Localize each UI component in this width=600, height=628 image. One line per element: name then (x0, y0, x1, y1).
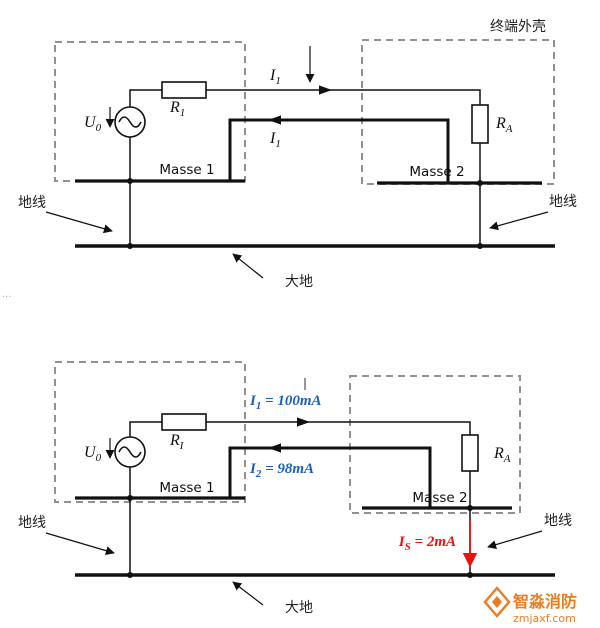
watermark-logo-icon (483, 586, 511, 618)
terminal-enclosure-label: 终端外壳 (490, 18, 546, 35)
return-current-label: I2 = 98mA (249, 461, 314, 480)
chassis1-label: Masse 1 (159, 480, 214, 496)
ground-wires (129, 137, 481, 246)
chassis2-label: Masse 2 (412, 490, 467, 506)
earth-label: 大地 (285, 274, 313, 290)
sine-icon (118, 446, 142, 458)
source-resistor (161, 81, 207, 99)
chassis1-label: Masse 1 (159, 162, 214, 178)
masse2-enclosure-box (349, 375, 521, 514)
masse1-enclosure-box (54, 361, 246, 503)
ground-lead-right-arrow (489, 211, 549, 231)
ground-lead-right-label: 地线 (544, 513, 572, 529)
load-resistor (471, 104, 489, 144)
sine-icon (118, 116, 142, 128)
masse1-enclosure-box (54, 41, 246, 182)
ground-lead-right-arrow (487, 530, 543, 550)
junction-dots (127, 178, 483, 249)
earth-arrow (232, 253, 264, 279)
junction-dots (127, 495, 473, 578)
diagram-bottom: U0 RI RA I1 = 100mA I2 = 98mA IS = 2mA M… (18, 361, 577, 625)
source-voltage-label: U0 (84, 444, 102, 464)
masse2-enclosure-box (361, 39, 555, 185)
chassis2-label: Masse 2 (409, 164, 464, 180)
ground-lead-left-arrow (45, 532, 115, 556)
earth-arrow (232, 581, 264, 606)
return-current-label: I1 (269, 130, 281, 150)
source-resistor-label: R1 (169, 99, 185, 119)
ac-source (114, 436, 146, 468)
signal-wires (129, 421, 471, 508)
source-resistor (161, 413, 207, 431)
ground-lead-left-label: 地线 (18, 515, 46, 531)
ground-lead-right-label: 地线 (549, 194, 577, 210)
ground-lead-left-arrow (45, 211, 113, 234)
load-resistor-label: RA (493, 445, 511, 465)
load-resistor (461, 434, 479, 472)
earth-label: 大地 (285, 600, 313, 616)
source-voltage-label: U0 (84, 114, 102, 134)
signal-wires (129, 89, 481, 183)
leak-current-label: IS = 2mA (398, 534, 456, 553)
diagram-top: 终端外壳 U0 R1 RA I1 (2, 18, 577, 300)
return-wire (228, 118, 450, 183)
forward-current-arrow (319, 85, 332, 95)
ac-source (114, 106, 146, 138)
scan-artifact: ... (2, 289, 12, 300)
return-current-arrow (268, 115, 281, 125)
watermark: 智淼消防 zmjaxf.com (483, 586, 577, 625)
return-wire (228, 446, 432, 508)
watermark-site: zmjaxf.com (513, 612, 576, 625)
ground-lead-left-label: 地线 (18, 195, 46, 211)
load-resistor-label: RA (495, 115, 513, 135)
forward-current-label: I1 = 100mA (249, 393, 322, 412)
forward-current-label: I1 (269, 67, 281, 87)
watermark-brand: 智淼消防 (513, 592, 577, 611)
forward-current-arrow (297, 417, 310, 427)
source-resistor-label: RI (169, 432, 185, 452)
return-current-arrow (268, 443, 281, 453)
